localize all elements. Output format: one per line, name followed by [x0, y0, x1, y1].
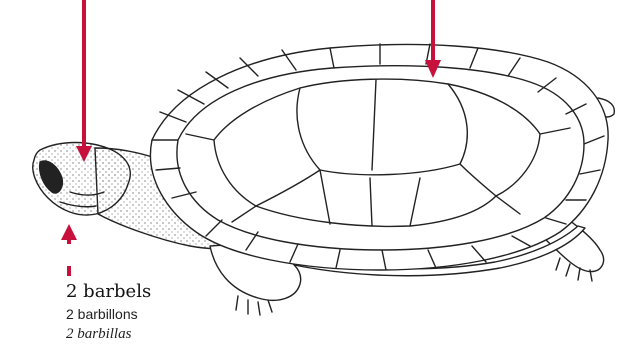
arrow-barbels [61, 224, 77, 276]
turtle-illustration [33, 44, 615, 315]
barbels-label-french: 2 barbillons [66, 306, 138, 322]
barbels-label-spanish: 2 barbillas [66, 326, 131, 343]
turtle-shell [150, 44, 608, 270]
barbels-label-english: 2 barbels [66, 282, 151, 302]
arrow-neck [76, 0, 92, 162]
